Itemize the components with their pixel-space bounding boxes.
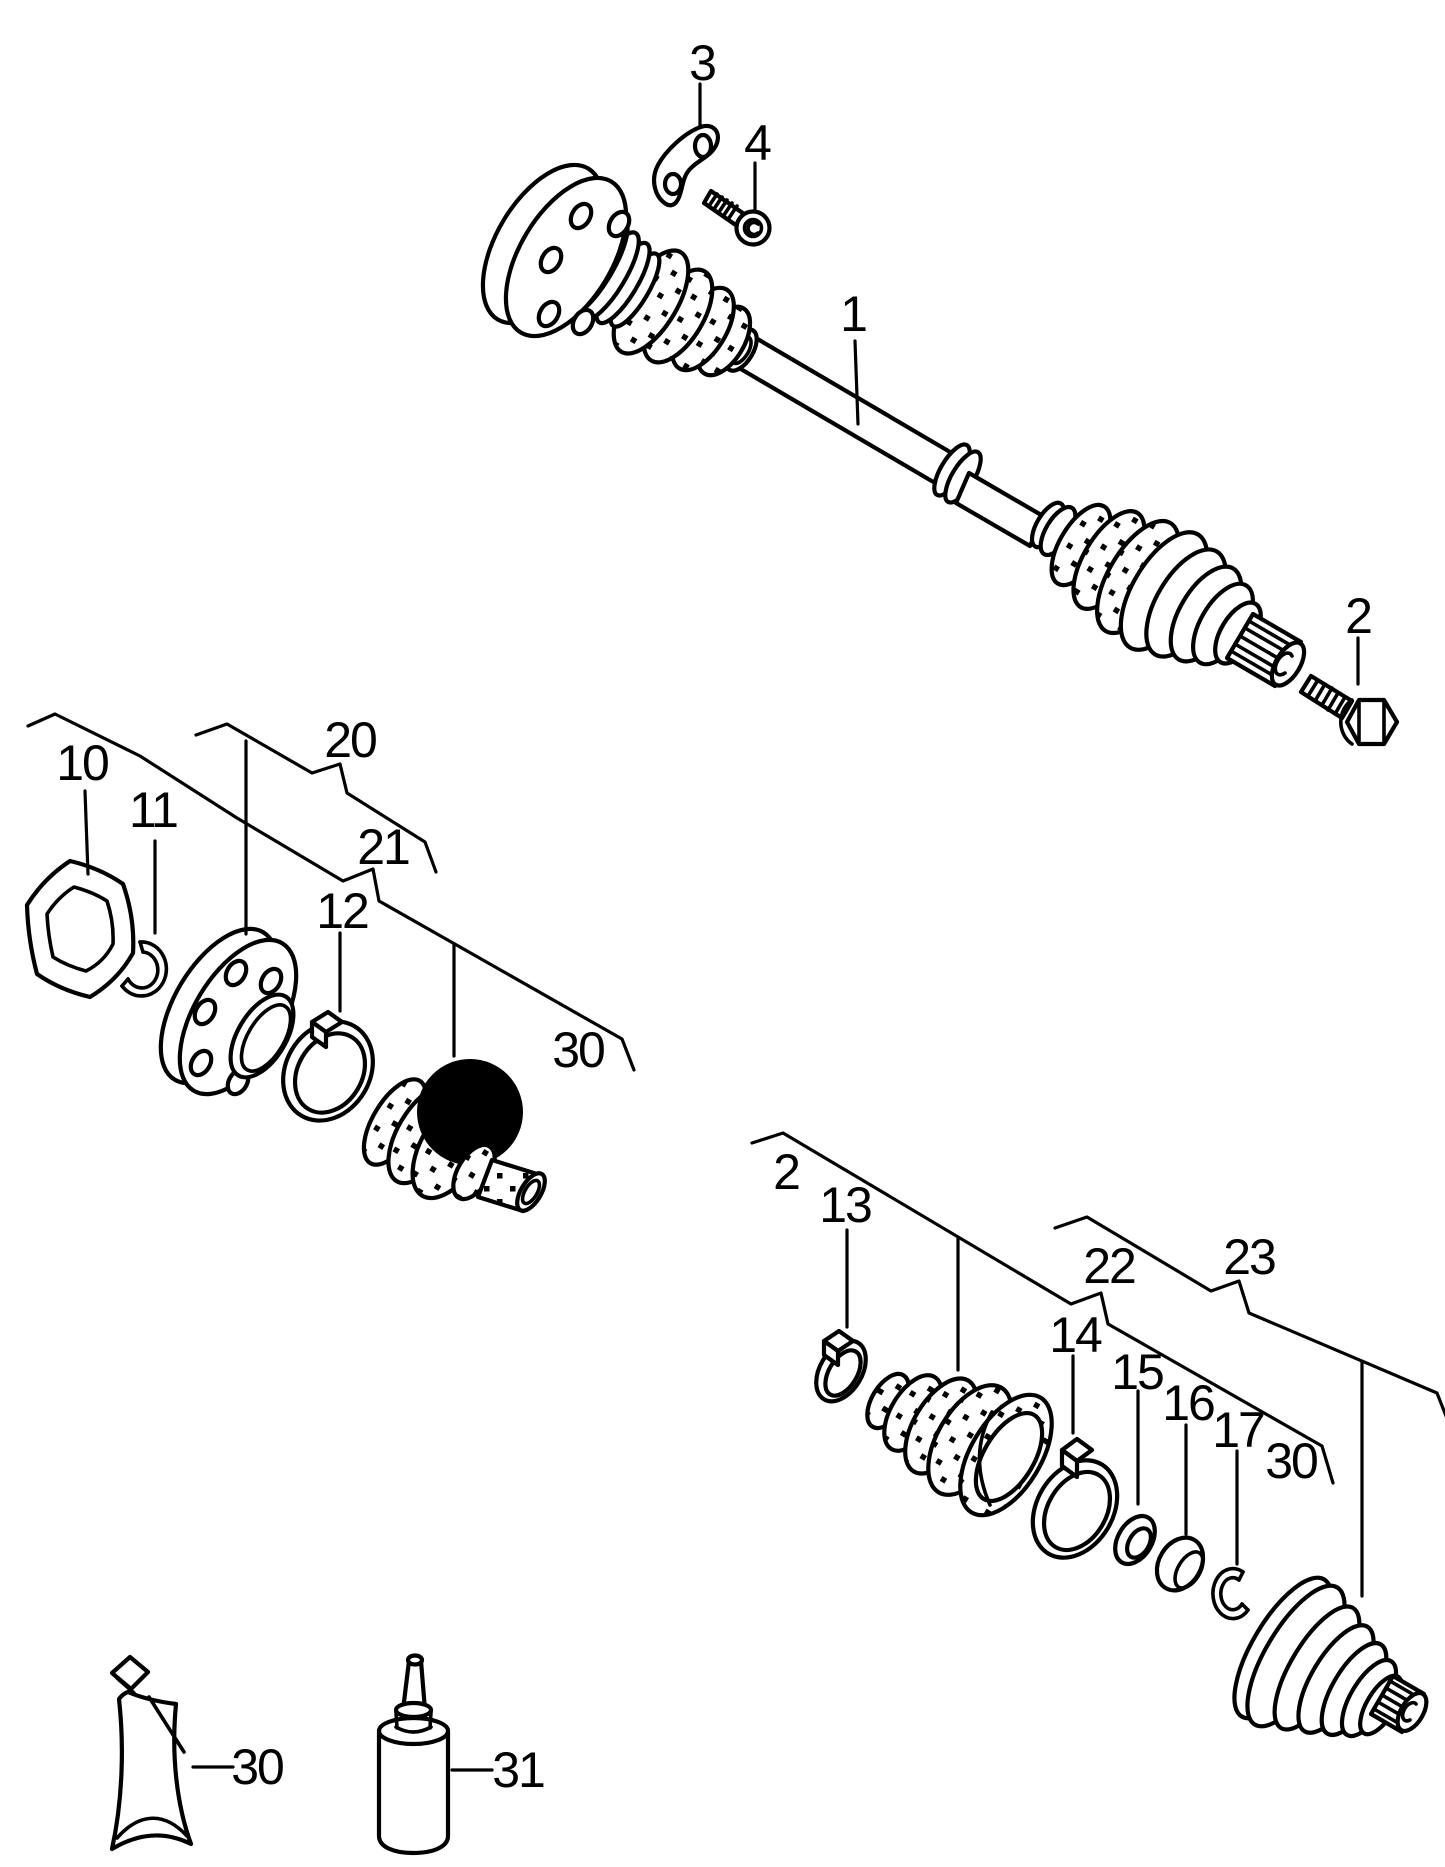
callout-17: 17 <box>1212 1402 1264 1458</box>
thrust-ring <box>1113 1513 1157 1567</box>
bracket-20 <box>194 722 438 874</box>
outer-joint-exploded-group <box>814 1328 1429 1739</box>
callout-leader-lines <box>26 82 1445 1772</box>
callout-22: 22 <box>1083 1238 1135 1294</box>
boot-clamp-outer-large <box>1030 1436 1120 1560</box>
outer-cv-joint <box>1232 1575 1429 1739</box>
callout-21: 21 <box>357 819 409 875</box>
callout-31: 31 <box>492 1742 544 1798</box>
callout-30-left: 30 <box>552 1022 604 1078</box>
callout-13: 13 <box>819 1177 871 1233</box>
callout-4: 4 <box>744 115 771 171</box>
callout-1: 1 <box>840 286 866 342</box>
gasket <box>24 858 136 1000</box>
callout-20: 20 <box>324 712 376 768</box>
grease-tube <box>109 1654 194 1852</box>
shaft-tube <box>731 331 1046 549</box>
leader-1 <box>853 339 860 426</box>
redacted-ball <box>417 1059 523 1165</box>
outer-joint-housing <box>1118 530 1307 689</box>
bracket-2-22-30 <box>750 1131 1335 1485</box>
socket-bolt <box>701 188 772 247</box>
inner-flange <box>480 162 632 339</box>
securing-plate <box>652 123 720 208</box>
lubricant-bottle <box>376 1653 451 1856</box>
callout-3: 3 <box>689 35 715 91</box>
outer-boot-bellows <box>865 1371 1054 1518</box>
outer-joint-boot <box>1029 500 1181 636</box>
callout-10: 10 <box>56 735 108 791</box>
dished-cap <box>1154 1535 1206 1593</box>
bracket-21-30 <box>26 712 636 1072</box>
inner-joint-exploded-group <box>24 858 547 1214</box>
boot-clamp-small <box>814 1328 868 1404</box>
callout-30-tube: 30 <box>231 1739 283 1795</box>
callout-16: 16 <box>1162 1375 1214 1431</box>
callout-12: 12 <box>316 883 368 939</box>
inner-joint-boot <box>611 248 759 378</box>
callout-11: 11 <box>129 782 177 838</box>
callout-2-top: 2 <box>1345 588 1371 644</box>
inner-boot-with-ball <box>361 1059 547 1214</box>
hex-bolt <box>1298 673 1400 747</box>
callout-15: 15 <box>1111 1344 1163 1400</box>
drive-shaft-assembly <box>480 123 1400 747</box>
flange-joint <box>158 926 299 1097</box>
callout-14: 14 <box>1049 1307 1102 1363</box>
callout-30-right: 30 <box>1265 1433 1317 1489</box>
circlip <box>120 940 169 998</box>
callout-2-group: 2 <box>773 1144 799 1200</box>
circlip-outer <box>1211 1566 1250 1621</box>
callout-labels: 3 4 1 2 10 11 20 21 12 30 2 13 22 23 14 … <box>56 35 1373 1798</box>
leader-10 <box>83 789 90 876</box>
bracket-23 <box>1053 1215 1445 1418</box>
callout-23: 23 <box>1223 1229 1275 1285</box>
boot-clamp-large <box>281 1009 375 1123</box>
